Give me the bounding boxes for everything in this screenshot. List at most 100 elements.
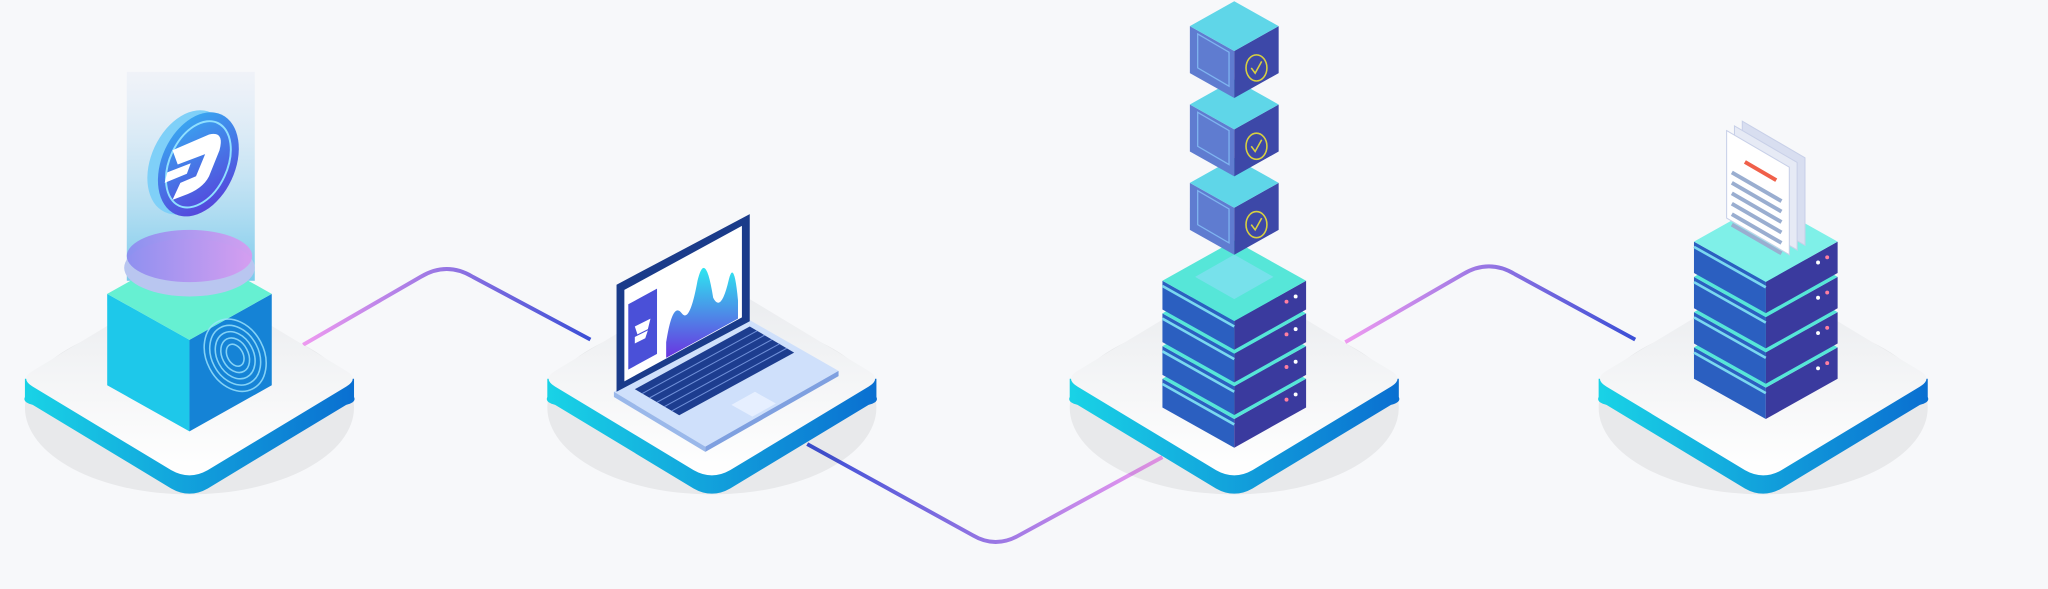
- touchpad: [731, 391, 776, 417]
- server-led: [1284, 365, 1289, 369]
- document-line: [1730, 191, 1783, 224]
- server-led: [1825, 290, 1830, 295]
- check-badge-icon: [1245, 54, 1268, 82]
- wallet-node: [107, 71, 272, 432]
- box-right-face: [1765, 276, 1838, 349]
- server-led: [1293, 294, 1298, 299]
- server-stripe: [1693, 280, 1767, 324]
- box-right-face: [1234, 378, 1307, 448]
- connector-line: [1344, 264, 1637, 344]
- dash-logo-icon: [634, 318, 651, 344]
- laptop-base-edge: [705, 370, 839, 452]
- fingerprint-ridge: [208, 324, 262, 386]
- server-led: [1293, 327, 1298, 332]
- verified-block: [1189, 157, 1279, 255]
- keyboard-row: [656, 339, 773, 403]
- box-top-face: [1189, 79, 1279, 130]
- server-led: [1816, 260, 1820, 265]
- check-badge-icon: [1245, 210, 1268, 239]
- box-right-face: [1234, 26, 1279, 99]
- coin-ring: [164, 120, 232, 209]
- keyboard-row: [671, 347, 787, 412]
- box-right-face: [1234, 313, 1307, 383]
- server-stripe: [1161, 317, 1235, 361]
- server-stripe: [1693, 316, 1767, 359]
- box-right-face: [1234, 346, 1307, 416]
- document-heading: [1743, 160, 1778, 182]
- box-left-face: [1693, 276, 1766, 349]
- fingerprint-ridge: [225, 343, 245, 368]
- box-right-face: [1765, 347, 1838, 419]
- document-line: [1730, 170, 1783, 203]
- box-left-face: [107, 293, 190, 432]
- box-left-face: [1162, 313, 1235, 383]
- document-line: [1730, 212, 1783, 245]
- box-right-face: [1234, 182, 1279, 255]
- box-right-face: [1765, 312, 1838, 384]
- documents-icon: [1726, 120, 1806, 256]
- box-left-face: [1162, 346, 1235, 416]
- keyboard-row: [664, 343, 780, 408]
- records-node: [1693, 120, 1838, 419]
- box-left-face: [1189, 104, 1235, 177]
- box-left-face: [1162, 378, 1235, 448]
- fingerprint-icon: [203, 318, 267, 393]
- check-icon: [1250, 139, 1263, 153]
- check-icon: [1250, 61, 1263, 75]
- blockchain-node: [1161, 1, 1307, 448]
- server-stripe: [1693, 245, 1767, 289]
- verified-block: [1189, 79, 1279, 177]
- connectors: [302, 264, 1637, 544]
- block-panel: [1197, 189, 1230, 245]
- server-led: [1293, 392, 1298, 397]
- server-led: [1284, 332, 1289, 337]
- fingerprint-ridge: [220, 337, 251, 374]
- fingerprint-ridge: [214, 330, 256, 380]
- box-left-face: [1693, 312, 1766, 384]
- server-led: [1293, 359, 1298, 364]
- analytics-node: [613, 214, 839, 452]
- server-stripe: [1693, 351, 1767, 395]
- server-led: [1816, 366, 1820, 371]
- server-led: [1825, 361, 1830, 366]
- check-icon: [1250, 217, 1263, 232]
- block-panel: [1197, 111, 1230, 166]
- box-left-face: [1189, 182, 1235, 255]
- server-stripe: [1161, 382, 1235, 426]
- server-led: [1284, 397, 1289, 402]
- server-led: [1816, 331, 1820, 335]
- document-line: [1730, 181, 1783, 214]
- box-right-face: [1765, 241, 1838, 314]
- area-chart-icon: [666, 267, 738, 358]
- connector-line: [806, 442, 1164, 544]
- laptop-base-edge: [613, 391, 706, 452]
- server-led: [1825, 255, 1830, 260]
- platforms: [24, 282, 1929, 495]
- fingerprint-ridge: [203, 318, 267, 393]
- server-led: [1816, 295, 1820, 300]
- document-page: [1726, 129, 1790, 256]
- box-top-face: [1189, 157, 1279, 208]
- dash-logo-icon: [164, 133, 221, 200]
- keyboard-row: [641, 330, 758, 394]
- document-line: [1730, 222, 1783, 256]
- box-left-face: [1162, 280, 1235, 350]
- check-badge-icon: [1245, 132, 1268, 161]
- box-right-face: [1234, 104, 1279, 177]
- document-line: [1730, 202, 1783, 235]
- box-left-face: [1693, 347, 1766, 419]
- box-right-face: [1234, 280, 1307, 350]
- verified-block: [1189, 1, 1279, 99]
- keyboard-row: [649, 334, 765, 399]
- box-left-face: [1693, 241, 1766, 314]
- server-led: [1825, 325, 1830, 330]
- server-led: [1284, 299, 1289, 304]
- server-stripe: [1161, 284, 1235, 328]
- box-left-face: [1189, 26, 1235, 99]
- box-top-face: [1189, 1, 1279, 51]
- server-stripe: [1161, 350, 1235, 393]
- pedestal-disc: [126, 229, 253, 283]
- block-panel: [1197, 32, 1230, 88]
- connector-line: [302, 267, 592, 347]
